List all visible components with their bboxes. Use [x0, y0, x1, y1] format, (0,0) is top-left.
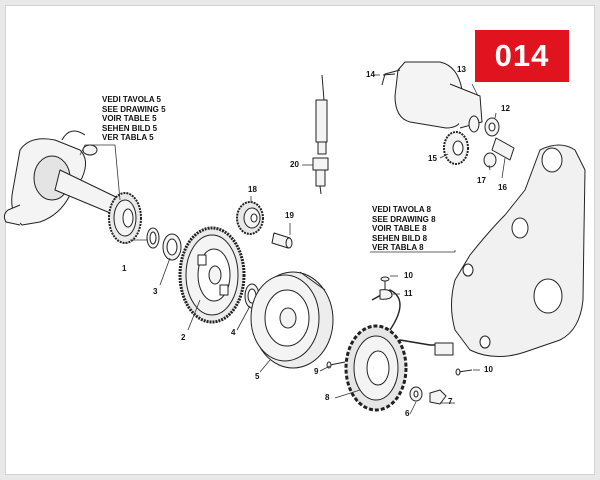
callout-15: 15 [428, 154, 437, 163]
spark-plug-20 [312, 74, 329, 195]
callout-3: 3 [153, 287, 158, 296]
large-gear-2 [178, 226, 246, 324]
rotor-5 [250, 271, 334, 369]
callout-14: 14 [366, 70, 375, 79]
starter-motor-13 [381, 61, 483, 133]
callout-18: 18 [248, 185, 257, 194]
callout-10-upper: 10 [404, 271, 413, 280]
nut-7 [429, 389, 447, 405]
callout-4: 4 [231, 328, 236, 337]
note-line: SEE DRAWING 8 [372, 214, 436, 224]
callout-9: 9 [314, 367, 319, 376]
stator-8 [344, 289, 454, 412]
note-line: VER TABLA 5 [102, 133, 154, 143]
callout-17: 17 [477, 176, 486, 185]
note-line: VEDI TAVOLA 5 [102, 95, 161, 104]
pin-19 [271, 232, 293, 249]
callout-10-lower: 10 [484, 365, 493, 374]
callout-20: 20 [290, 160, 299, 169]
note-line: SEE DRAWING 5 [102, 104, 166, 114]
note-line: VOIR TABLE 8 [372, 224, 427, 234]
screw-14 [382, 73, 396, 76]
note-line: VEDI TAVOLA 8 [372, 205, 431, 214]
note-line: SEHEN BILD 8 [372, 233, 428, 243]
callout-5: 5 [255, 372, 260, 381]
note-line: VER TABLA 8 [372, 243, 424, 253]
callout-2: 2 [181, 333, 186, 342]
reference-note-drawing8: VEDI TAVOLA 8 SEE DRAWING 8 VOIR TABLE 8… [372, 205, 436, 253]
page-number-badge: 014 [475, 30, 569, 82]
callout-13: 13 [457, 65, 466, 74]
shaft-16 [491, 137, 515, 161]
callout-12: 12 [501, 104, 510, 113]
leader-lines [79, 74, 506, 415]
small-gear-18 [236, 201, 264, 235]
clamp-11 [379, 289, 393, 300]
washer-17 [483, 152, 497, 168]
engine-cover [451, 144, 586, 357]
callout-6: 6 [405, 409, 410, 418]
crankshaft-gear [108, 192, 142, 244]
stator-connector [434, 342, 454, 356]
screw-9 [329, 361, 346, 366]
callout-16: 16 [498, 183, 507, 192]
note-line: SEHEN BILD 5 [102, 123, 158, 133]
callout-1: 1 [122, 264, 127, 273]
callout-11: 11 [404, 289, 413, 298]
reference-note-drawing5: VEDI TAVOLA 5 SEE DRAWING 5 VOIR TABLE 5… [102, 95, 166, 143]
note-line: VOIR TABLE 5 [102, 114, 157, 124]
callout-7: 7 [448, 397, 453, 406]
callout-19: 19 [285, 211, 294, 220]
callout-8: 8 [325, 393, 330, 402]
